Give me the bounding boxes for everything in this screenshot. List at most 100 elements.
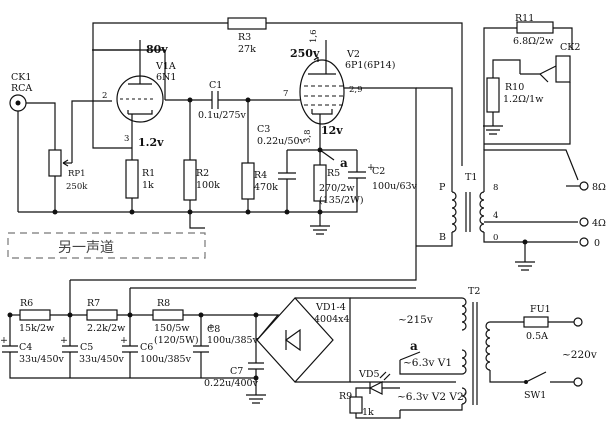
tube-v2: 250v V2 6P1(6P14) 1,6 3,8 12v 2,9 <box>290 29 395 143</box>
capacitor-c2: + C2 100u/63v <box>348 162 418 192</box>
r10-value: 1.2Ω/1w <box>503 94 543 105</box>
r4-label: R4 <box>254 170 267 181</box>
rp1-label: RP1 <box>68 169 86 179</box>
t1-p-label: P <box>439 182 446 193</box>
vd14-label: VD1-4 <box>315 302 346 313</box>
ground-symbol <box>246 394 266 404</box>
secondary-hv-label: ~215v <box>398 314 433 326</box>
c3-label: C3 <box>257 124 270 135</box>
tube-v1a: 80v V1A 6N1 3 1.2v <box>116 43 176 149</box>
speaker-4ohm-label: 4Ω <box>592 218 606 229</box>
svg-text:+: + <box>0 335 8 346</box>
r2-value: 100k <box>196 180 220 191</box>
ground-symbol <box>515 261 535 271</box>
r6-value: 15k/2w <box>19 323 54 334</box>
resistor-r9: R9 1k <box>339 391 374 418</box>
v2-plate-pins: 2,9 <box>349 85 363 95</box>
resistor-r11: R11 6.8Ω/2w <box>513 13 554 47</box>
r5-label: R5 <box>327 168 340 179</box>
r8-label: R8 <box>157 298 170 309</box>
v2-point-a-label: a <box>340 156 348 170</box>
svg-text:+: + <box>207 322 215 333</box>
r9-value: 1k <box>362 407 374 418</box>
r1-value: 1k <box>142 180 154 191</box>
c1-value: 0.1u/275v <box>198 110 247 121</box>
r5-value: 270/2w <box>319 183 355 194</box>
svg-text:+: + <box>120 335 128 346</box>
r3-value: 27k <box>238 44 256 55</box>
switch-sw1: SW1 <box>524 371 546 401</box>
resistor-r5: R5 270/2w (135/2W) <box>313 164 364 206</box>
c5-value: 33u/450v <box>79 354 125 365</box>
v2-heater-pins: 1,6 <box>309 29 319 43</box>
v2-grid-pin: 7 <box>283 89 288 99</box>
c6-value: 100u/385v <box>140 354 192 365</box>
r7-label: R7 <box>87 298 100 309</box>
v2-plate-voltage: 250v <box>290 47 320 60</box>
c4-value: 33u/450v <box>19 354 65 365</box>
r11-value: 6.8Ω/2w <box>513 36 553 47</box>
ground-symbol <box>310 225 330 235</box>
ground-symbol <box>483 125 503 135</box>
resistor-r1: R1 1k <box>125 159 155 199</box>
capacitor-c8: + C8 100u/385v <box>193 322 259 353</box>
power-point-a-label: a <box>410 339 418 353</box>
ck2-label: CK2 <box>560 42 580 53</box>
fuse-fu1: FU1 0.5A <box>523 304 551 342</box>
potentiometer-rp1: RP1 250k <box>48 149 88 192</box>
r3-label: R3 <box>238 32 251 43</box>
fu1-value: 0.5A <box>526 331 548 342</box>
mains-voltage-label: ~220v <box>562 349 597 361</box>
v1-cathode-voltage: 1.2v <box>138 136 164 149</box>
r2-label: R2 <box>196 168 209 179</box>
power-transformer-t2: T2 <box>468 286 491 405</box>
other-channel-label: 另一声道 <box>58 240 114 256</box>
rp1-value: 250k <box>66 182 88 192</box>
r8-value: 150/5w <box>154 323 190 334</box>
v1-grid-pin: 2 <box>102 91 107 101</box>
r9-label: R9 <box>339 391 352 402</box>
speaker-terminals: 8Ω 4Ω 0 <box>566 181 606 249</box>
t2-secondary-coils: ~215v ~6.3v V1 ~6.3v V2 V2' <box>397 297 467 405</box>
v1-type-label: 6N1 <box>156 72 176 83</box>
other-channel-box: 另一声道 <box>7 232 206 259</box>
resistor-r8: R8 150/5w (120/5W) <box>152 298 199 346</box>
c7-label: C7 <box>230 366 243 377</box>
c8-label: C8 <box>207 324 220 335</box>
t2-ref-label: T2 <box>468 286 480 297</box>
v1-cathode-pin: 3 <box>124 134 129 144</box>
headphone-jack-ck2: CK2 <box>520 42 580 83</box>
c2-label: C2 <box>372 166 385 177</box>
resistor-r10: R10 1.2Ω/1w <box>486 77 543 113</box>
c6-label: C6 <box>140 342 153 353</box>
r1-label: R1 <box>142 168 155 179</box>
r7-value: 2.2k/2w <box>87 323 125 334</box>
r8-alt-value: (120/5W) <box>154 335 199 346</box>
output-transformer-t1: P B T1 8 4 0 <box>439 172 498 243</box>
resistor-r7: R7 2.2k/2w <box>86 298 125 334</box>
t1-ref-label: T1 <box>465 172 477 183</box>
svg-text:+: + <box>367 162 375 173</box>
r11-label: R11 <box>515 13 534 24</box>
vd5-label: VD5 <box>358 369 380 380</box>
secondary-v1-label: ~6.3v V1 <box>403 357 452 369</box>
c7-value: 0.22u/400v <box>204 378 259 389</box>
c2-value: 100u/63v <box>372 181 418 192</box>
r4-value: 470k <box>254 182 278 193</box>
c3-value: 0.22u/50v <box>257 136 306 147</box>
resistor-r6: R6 15k/2w <box>19 298 54 334</box>
ck1-label: CK1 <box>11 72 31 83</box>
c5-label: C5 <box>80 342 93 353</box>
t1-b-label: B <box>439 232 446 243</box>
c1-label: C1 <box>209 80 222 91</box>
bridge-rectifier-vd1-4: VD1-4 4004x4 <box>256 297 350 383</box>
r10-label: R10 <box>505 82 524 93</box>
v2-cathode-pins: 3,8 <box>303 129 313 143</box>
speaker-0-label: 0 <box>594 238 600 249</box>
v2-ref-label: V2 <box>346 49 360 60</box>
c4-label: C4 <box>19 342 32 353</box>
c8-value: 100u/385v <box>207 335 259 346</box>
resistor-r4: R4 470k <box>241 162 278 200</box>
svg-text:+: + <box>60 335 68 346</box>
